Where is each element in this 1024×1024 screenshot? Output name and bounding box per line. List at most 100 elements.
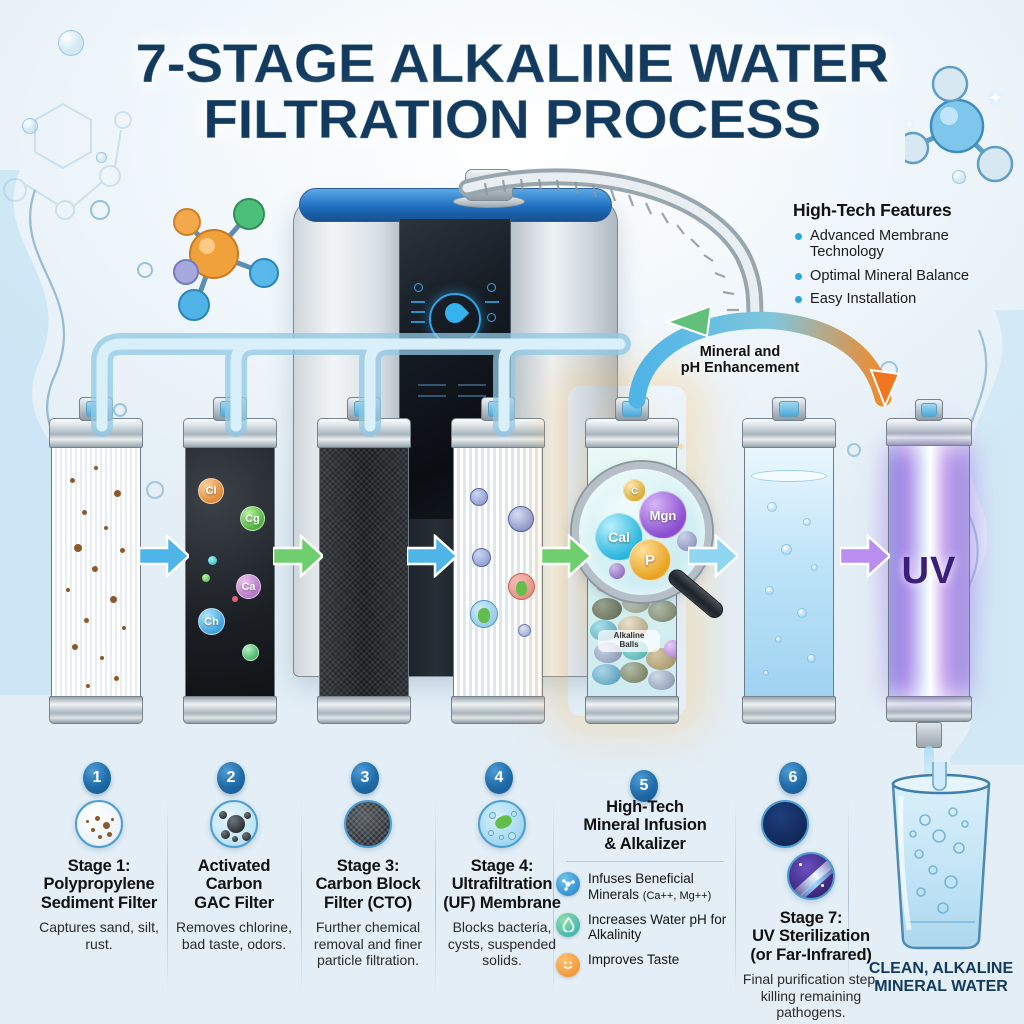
flow-arrow-6-7: [838, 533, 892, 579]
clear-water-icon: [761, 800, 809, 848]
decor-bubble: [22, 118, 38, 134]
mineral-bubble-p: P: [629, 539, 671, 581]
cartridge-base: [183, 696, 277, 724]
indicator-bar: [411, 311, 425, 313]
display-bar: [418, 395, 446, 397]
stage-3-cartridge: [316, 397, 412, 724]
cartridge-base: [451, 696, 545, 724]
mineral-enhancement-arrow: [615, 300, 915, 410]
cartridge-inlet: [772, 397, 806, 421]
flexible-hose: [455, 168, 785, 329]
colorful-molecule-icon: [152, 192, 282, 322]
page-title: 7-STAGE ALKALINE WATER FILTRATION PROCES…: [0, 32, 1024, 150]
features-list: Advanced Membrane Technology Optimal Min…: [793, 228, 1008, 308]
cartridge-cap: [585, 397, 679, 448]
stage-2-cartridge: Cl Cg Ca Ch: [182, 397, 278, 724]
indicator-bar: [485, 301, 499, 303]
flow-arrow-5-6: [686, 533, 740, 579]
feature-item: Optimal Mineral Balance: [793, 268, 1008, 284]
cartridge-inlet: [79, 397, 113, 421]
gac-bubble-ch: Ch: [198, 608, 225, 635]
output-caption: CLEAN, ALKALINE MINERAL WATER: [868, 960, 1014, 995]
stage-5-benefit-list: Infuses Beneficial Minerals (Ca++, Mg++)…: [556, 871, 734, 978]
decor-bubble: [96, 152, 107, 163]
carbon-block-icon: [344, 800, 392, 848]
cartridge-barrel-cto: [319, 448, 409, 696]
cartridge-base: [742, 696, 836, 724]
stage-7-caption: Stage 7: UV Sterilization (or Far-Infrar…: [736, 800, 886, 1021]
stage-1-caption: Stage 1: Polypropylene Sediment Filter C…: [30, 800, 168, 952]
cartridge-barrel-clear: [744, 448, 834, 696]
stage-5-caption: High-Tech Mineral Infusion & Alkalizer I…: [556, 798, 734, 986]
benefit-text: Improves Taste: [588, 952, 680, 968]
cartridge-cap: [183, 397, 277, 448]
stage-3-caption: Stage 3: Carbon Block Filter (CTO) Furth…: [306, 800, 430, 969]
display-bar: [418, 384, 446, 386]
cartridge-inlet: [347, 397, 381, 421]
benefit-row: Infuses Beneficial Minerals (Ca++, Mg++): [556, 871, 734, 902]
indicator-bar: [411, 321, 425, 323]
cartridge-barrel-pp: [51, 448, 141, 696]
stage-1-description: Captures sand, silt, rust.: [39, 919, 159, 952]
stage-number-5: 5: [630, 770, 658, 802]
title-line-1: 7-STAGE ALKALINE WATER: [135, 32, 890, 94]
feature-item: Easy Installation: [793, 291, 1008, 307]
microbe-membrane-icon: [478, 800, 526, 848]
alkaline-balls-label: Alkaline Balls: [598, 630, 660, 652]
decor-bubble: [952, 170, 966, 184]
stage-1-cartridge: [48, 397, 144, 724]
stage-number-2: 2: [217, 762, 245, 794]
cartridge-barrel-uv: UV: [888, 446, 970, 696]
stage-2-caption: Activated Carbon GAC Filter Removes chlo…: [172, 800, 296, 952]
high-tech-features-panel: High-Tech Features Advanced Membrane Tec…: [793, 200, 1008, 315]
uv-water-stream: [924, 746, 934, 780]
microbe-icon: [472, 548, 491, 567]
mineral-bubble-c: C: [623, 479, 646, 502]
uv-light-icon: [787, 852, 835, 900]
indicator-dot: [414, 283, 423, 292]
cartridge-cap: [317, 397, 411, 448]
gac-bubble-ca: Ca: [236, 574, 261, 599]
stage-2-title: Activated Carbon GAC Filter: [194, 857, 274, 912]
clean-water-glass: [877, 755, 1005, 952]
stage-3-description: Further chemical removal and finer parti…: [313, 919, 423, 969]
mineral-bubble-mgn: Mgn: [639, 491, 687, 539]
cartridge-barrel-uf: [453, 448, 543, 696]
flow-arrow-2-3: [271, 533, 325, 579]
stage-7-description: Final purification step, killing remaini…: [742, 971, 880, 1021]
cartridge-base: [49, 696, 143, 724]
uv-label: UV: [901, 550, 957, 592]
cartridge-inlet: [481, 397, 515, 421]
stage-2-description: Removes chlorine, bad taste, odors.: [176, 919, 292, 952]
stage-4-description: Blocks bacteria, cysts, suspended solids…: [447, 919, 557, 969]
stage-number-1: 1: [83, 762, 111, 794]
sparkle-icon: ✦: [905, 119, 915, 131]
cartridge-inlet: [213, 397, 247, 421]
mineral-enhancement-label: Mineral and pH Enhancement: [680, 344, 800, 377]
cartridge-base: [585, 696, 679, 724]
stage-6-caption: [740, 800, 830, 857]
stage-number-4: 4: [485, 762, 513, 794]
display-bar: [458, 384, 486, 386]
microbe-icon: [470, 488, 488, 506]
cartridge-base: [317, 696, 411, 724]
microbe-icon: [508, 506, 534, 532]
stage-number-3: 3: [351, 762, 379, 794]
sparkle-icon: ✦: [988, 88, 1004, 108]
carbon-granules-icon: [210, 800, 258, 848]
cartridge-cap: [742, 397, 836, 448]
cartridge-base: [886, 696, 972, 722]
title-line-2: FILTRATION PROCESS: [203, 87, 822, 150]
stage-4-caption: Stage 4: Ultrafiltration (UF) Membrane B…: [440, 800, 564, 969]
uv-outlet-spout: [916, 722, 942, 748]
mineral-molecule-icon: [556, 872, 580, 897]
column-divider: [553, 800, 554, 995]
caption-rule: [566, 861, 724, 863]
flow-arrow-1-2: [137, 533, 191, 579]
column-divider: [435, 800, 436, 995]
decor-bubble: [58, 30, 84, 56]
sediment-particles-icon: [75, 800, 123, 848]
stage-3-title: Stage 3: Carbon Block Filter (CTO): [315, 857, 421, 912]
stage-6-cartridge: [741, 397, 837, 724]
